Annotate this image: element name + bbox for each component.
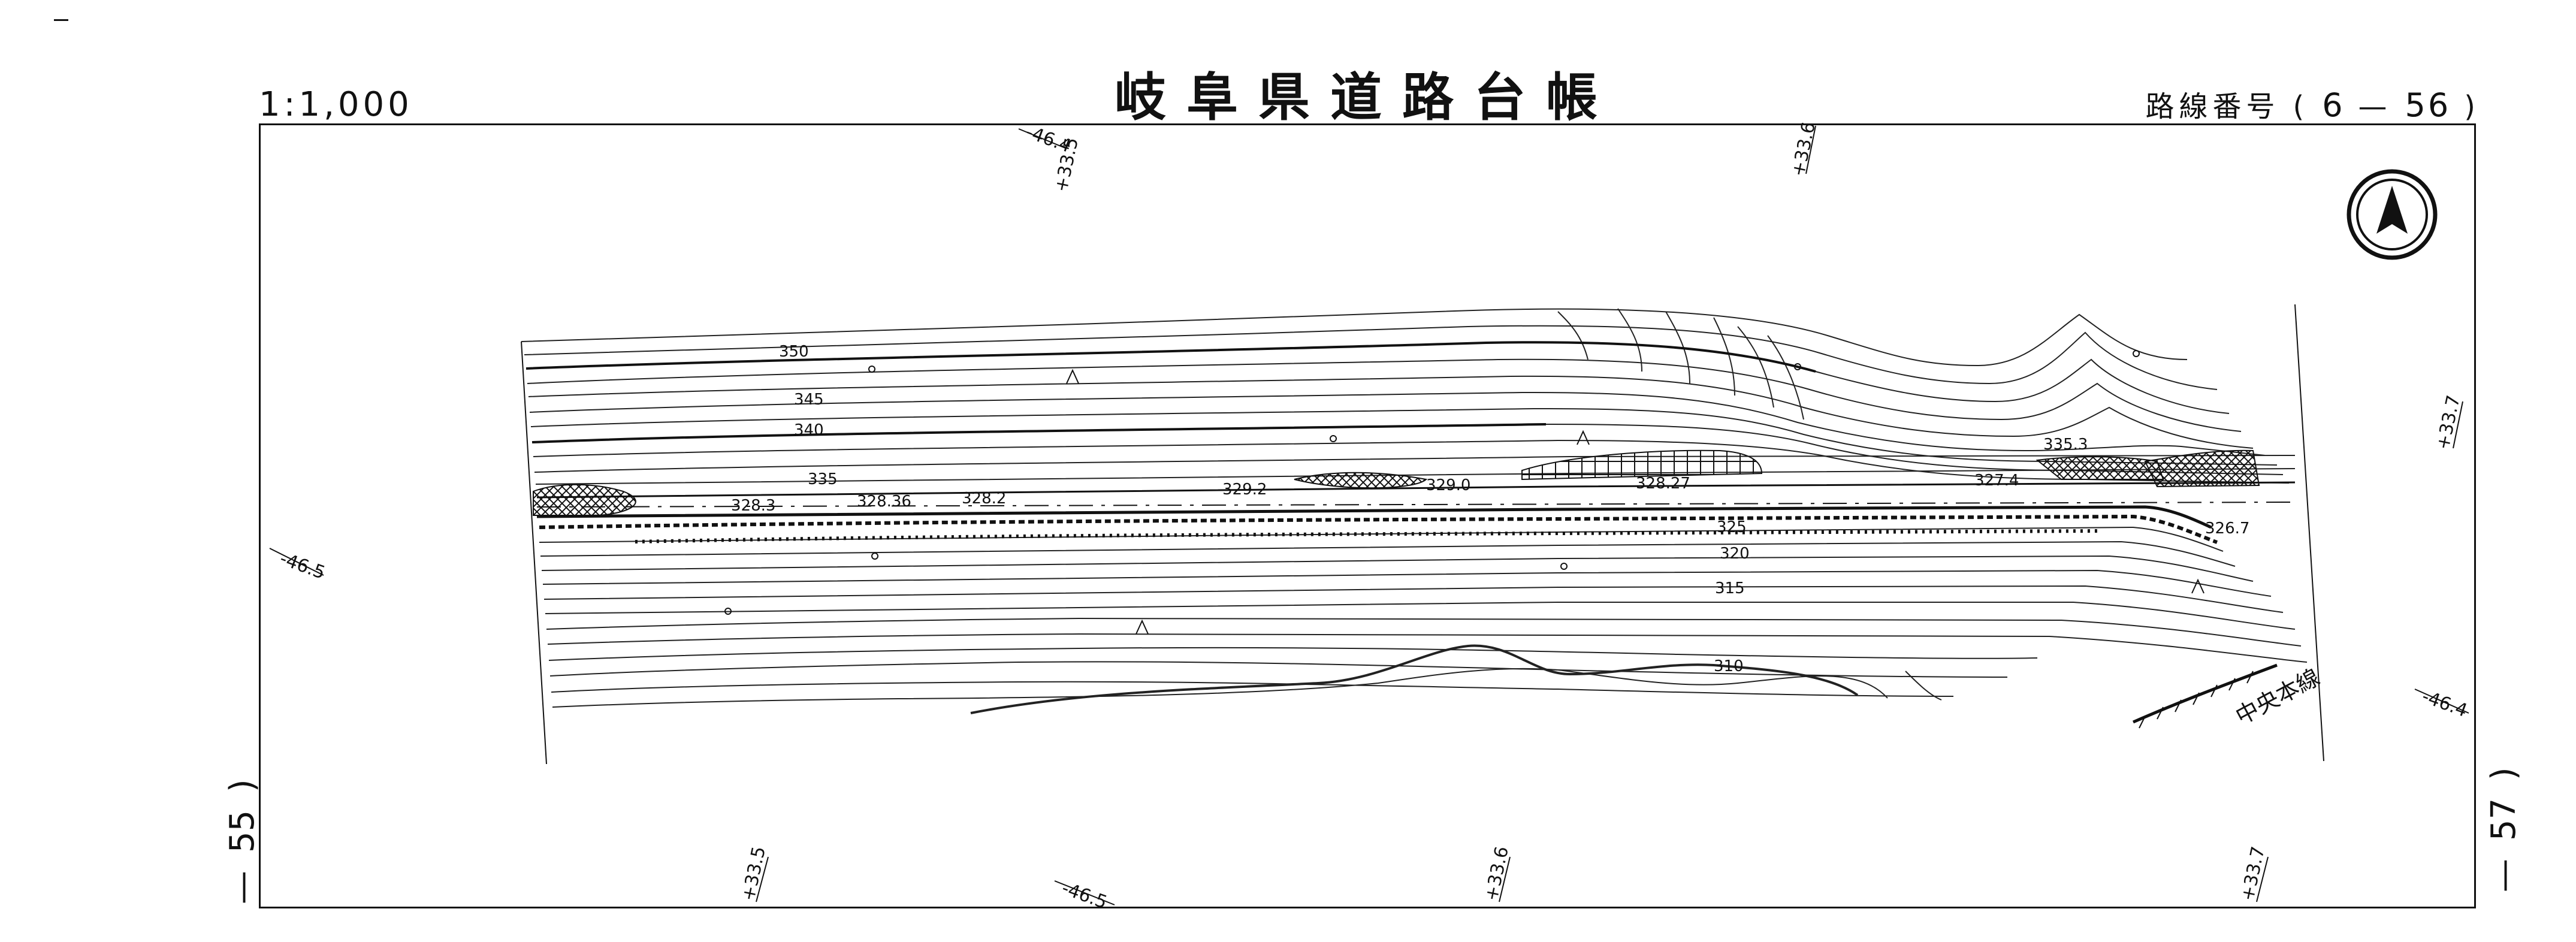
elevation-label: 328.2: [962, 490, 1006, 508]
map-extent-left: [521, 341, 547, 765]
route-b: 56: [2405, 86, 2451, 124]
corner-mark: [54, 19, 68, 21]
grid-label: +33.6: [1481, 844, 1513, 902]
contour-label-320: 320: [1720, 545, 1750, 563]
embankment: [635, 529, 2098, 544]
map-title: 岐阜県道路台帳: [1115, 68, 1618, 128]
map-frame: [259, 123, 2476, 908]
elevation-label: 329.0: [1426, 476, 1470, 494]
contour-labels: 350 345 340 335 335.3 325 320 315 310: [779, 343, 2088, 675]
contour-group-upper: [521, 308, 2296, 485]
contour-label-335-3: 335.3: [2043, 436, 2088, 454]
hatched-areas: [533, 449, 2260, 516]
elevation-label: 329.2: [1222, 481, 1267, 499]
route-sep: —: [2358, 90, 2392, 123]
grid-tick-marks: [269, 125, 2469, 905]
elevation-label: 328.27: [1636, 475, 1690, 493]
contour-label-340: 340: [794, 421, 824, 439]
contour-group-lower: [539, 526, 2308, 714]
elevation-label: 327.4: [1974, 472, 2019, 490]
grid-label: +33.5: [738, 844, 770, 902]
grid-label: -46.5: [1059, 878, 1110, 913]
route-open: (: [2293, 90, 2309, 123]
grid-label: -46.4: [2419, 686, 2470, 721]
contour-label-315: 315: [1715, 579, 1745, 597]
route-close: ): [2464, 90, 2480, 123]
contour-label-335: 335: [808, 470, 838, 488]
north-arrow-icon: [2347, 169, 2438, 260]
elevation-labels: 328.3 328.36 328.2 329.2 329.0 328.27 32…: [731, 472, 2249, 538]
route-a: 6: [2322, 86, 2345, 124]
grid-label: +33.7: [2433, 393, 2465, 451]
index-contours: [526, 341, 1816, 443]
vegetation-symbols: [724, 350, 2204, 635]
map-scale: 1:1,000: [259, 85, 413, 124]
grid-label: +33.7: [2237, 844, 2269, 902]
contour-label-345: 345: [794, 391, 824, 409]
map-extent-right: [2294, 304, 2324, 762]
elevation-label: 328.3: [731, 497, 775, 515]
contour-label-350: 350: [779, 343, 809, 361]
elevation-label: 328.36: [857, 493, 911, 511]
contour-label-325: 325: [1717, 518, 1747, 536]
contour-label-310: 310: [1714, 657, 1744, 675]
railway-label: 中央本線: [2231, 664, 2324, 730]
grid-label: -46.5: [277, 548, 328, 584]
route-number: 路線番号 ( 6 — 56 ): [2145, 83, 2480, 125]
railway-line: [2132, 663, 2278, 729]
route-label: 路線番号: [2145, 90, 2280, 123]
elevation-label: 326.7: [2205, 520, 2249, 538]
